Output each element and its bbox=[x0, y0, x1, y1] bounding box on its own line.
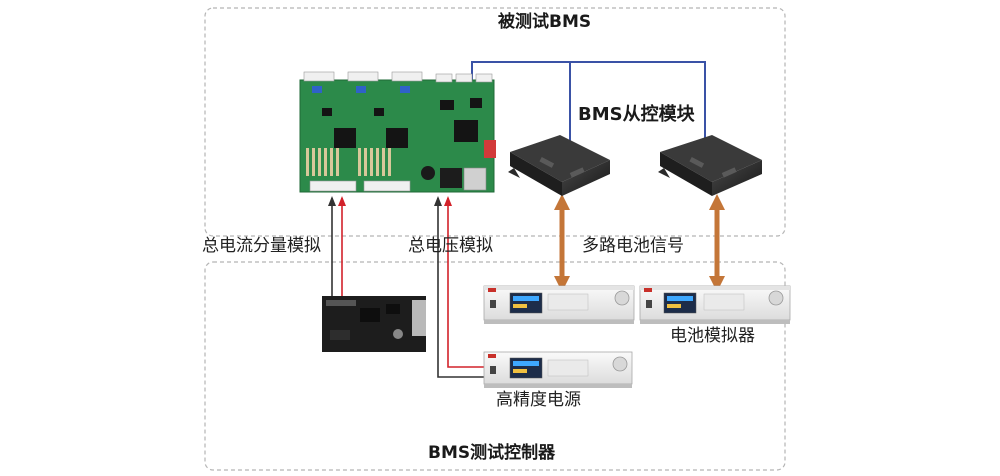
bms-under-test-region bbox=[204, 7, 786, 237]
total-current-label: 总电流分量模拟 bbox=[202, 236, 321, 256]
voltage-wire-dark bbox=[437, 198, 488, 378]
battery-simulator-unit-2 bbox=[639, 285, 791, 324]
multi-cell-signal-label: 多路电池信号 bbox=[582, 236, 684, 256]
bms-slave-module-2 bbox=[658, 135, 762, 196]
high-precision-power-supply bbox=[483, 351, 633, 388]
battery-simulator-unit-1 bbox=[483, 285, 635, 324]
bms-slave-module-1 bbox=[508, 135, 610, 196]
current-wire-head-dark bbox=[328, 196, 336, 206]
battery-simulator-label: 电池模拟器 bbox=[670, 326, 755, 346]
total-voltage-label: 总电压模拟 bbox=[408, 236, 493, 256]
precision-power-label: 高精度电源 bbox=[496, 390, 581, 410]
voltage-wire-red bbox=[447, 198, 488, 368]
bms-under-test-title: 被测试BMS bbox=[498, 12, 592, 32]
voltage-wire-head-red bbox=[444, 196, 452, 206]
bms-master-board bbox=[299, 71, 496, 193]
current-simulation-module bbox=[322, 296, 426, 352]
slave-module-label: BMS从控模块 bbox=[578, 104, 695, 125]
bms-test-controller-region bbox=[204, 261, 786, 471]
can-bus-line bbox=[471, 61, 706, 142]
voltage-wire-head-dark bbox=[434, 196, 442, 206]
bms-test-controller-title: BMS测试控制器 bbox=[428, 443, 556, 463]
current-wire-head-red bbox=[338, 196, 346, 206]
